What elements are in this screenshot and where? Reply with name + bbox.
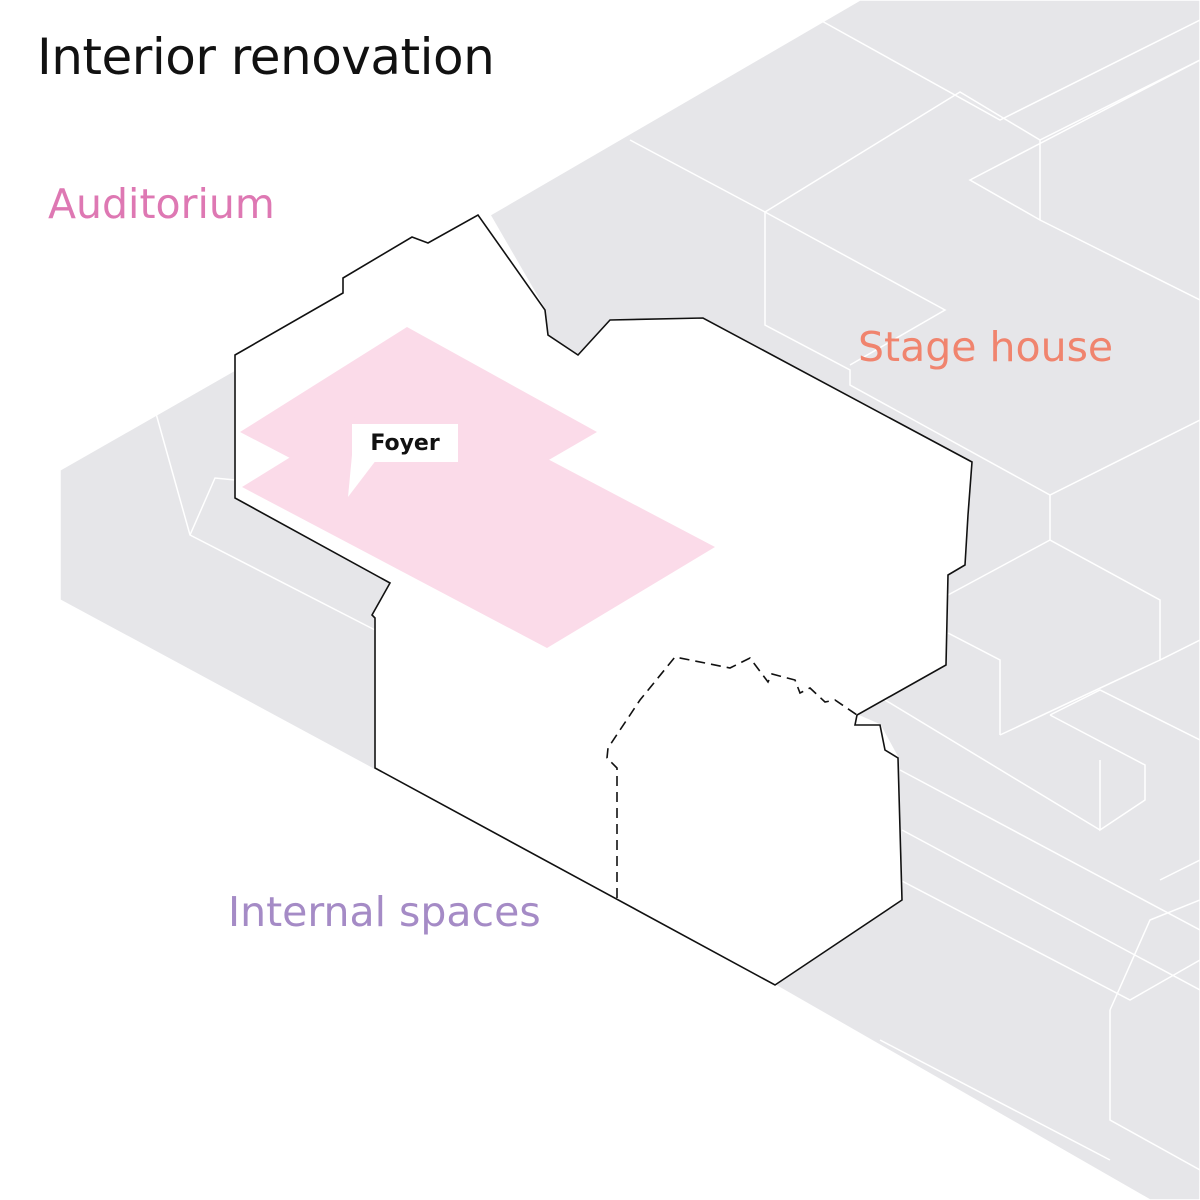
stage-house-label: Stage house xyxy=(858,323,1114,371)
foyer-callout-tail xyxy=(348,455,380,497)
page-title: Interior renovation xyxy=(37,28,495,86)
auditorium-label: Auditorium xyxy=(48,180,275,228)
internal-spaces-boundary xyxy=(606,656,858,898)
foyer-callout: Foyer xyxy=(352,424,458,462)
internal-spaces-label: Internal spaces xyxy=(228,888,541,936)
context-buildings xyxy=(59,0,1200,1200)
